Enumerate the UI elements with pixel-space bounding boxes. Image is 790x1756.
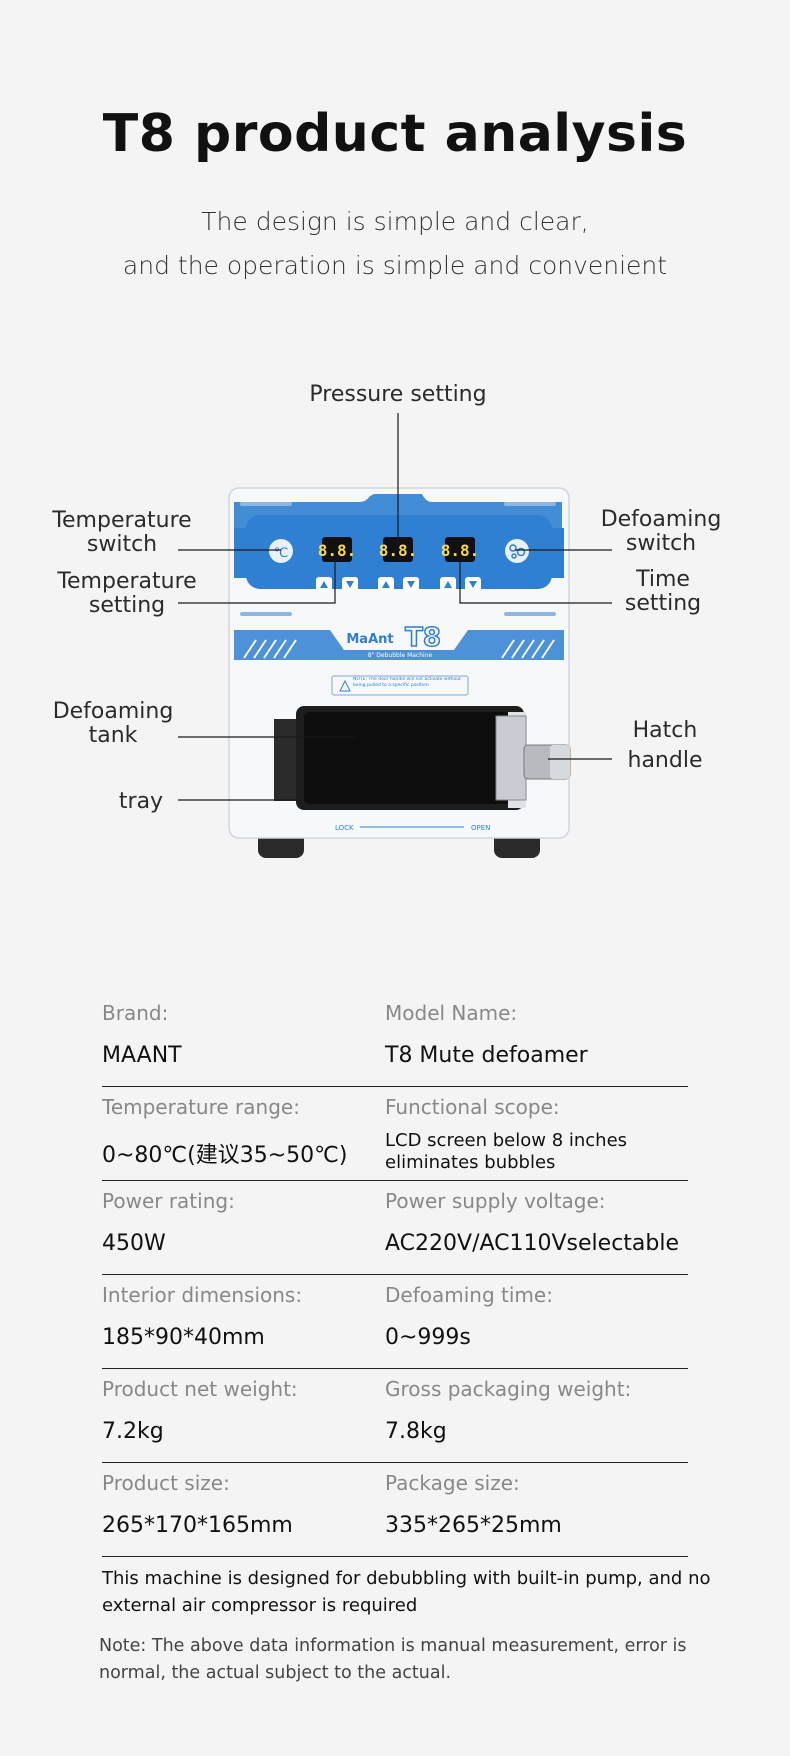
spec-value-gross-packaging-weight: 7.8kg [385, 1419, 447, 1444]
time-setting-buttons[interactable] [440, 577, 481, 592]
pressure-readout: 8.8. [379, 541, 418, 560]
spec-key-gross-packaging-weight: Gross packaging weight: [385, 1377, 632, 1401]
spec-value-brand: MAANT [102, 1043, 182, 1068]
label-temperature-setting-2: setting [89, 593, 165, 618]
spec-key-product-net-weight: Product net weight: [102, 1377, 298, 1401]
label-temperature-setting-1: Temperature [56, 569, 196, 594]
label-defoaming-tank-1: Defoaming [53, 699, 174, 724]
stripe-pattern [243, 639, 555, 659]
label-time-setting-1: Time [635, 567, 690, 592]
pressure-display [383, 537, 413, 562]
page-subtitle: The design is simple and clear, and the … [0, 200, 790, 288]
spec-key-power-supply-voltage: Power supply voltage: [385, 1189, 606, 1213]
spec-value-temperature-range: 0~80℃(建议35~50℃) [102, 1143, 348, 1168]
product-diagram: ℃ 8.8. 8.8. 8.8. MaAnt T8 8" Debubble Ma… [51, 382, 722, 858]
spec-value-functional-scope: LCD screen below 8 inches eliminates bub… [385, 1130, 628, 1173]
spec-key-model-name: Model Name: [385, 1001, 518, 1025]
label-defoaming-switch-2: switch [626, 531, 696, 556]
label-temperature-switch-1: Temperature [51, 508, 191, 533]
temperature-setting-buttons[interactable] [316, 577, 358, 592]
spec-key-temperature-range: Temperature range: [102, 1095, 300, 1119]
bubbles-icon [509, 544, 526, 559]
spec-key-power-rating: Power rating: [102, 1189, 235, 1213]
label-pressure-setting: Pressure setting [309, 382, 486, 407]
thermometer-icon: ℃ [274, 546, 289, 561]
spec-value-power-rating: 450W [102, 1231, 166, 1256]
spec-key-package-size: Package size: [385, 1471, 520, 1495]
spec-value-model-name: T8 Mute defoamer [385, 1043, 588, 1068]
page-title: T8 product analysis [102, 104, 688, 164]
warning-note [331, 675, 469, 696]
label-defoaming-switch-1: Defoaming [601, 507, 722, 532]
spec-key-product-size: Product size: [102, 1471, 230, 1495]
open-label: OPEN [471, 824, 490, 832]
spec-key-functional-scope: Functional scope: [385, 1095, 560, 1119]
spec-key-interior-dimensions: Interior dimensions: [102, 1283, 303, 1307]
spec-value-interior-dimensions: 185*90*40mm [102, 1325, 265, 1350]
pump-note: This machine is designed for debubbling … [102, 1568, 711, 1616]
spec-key-defoaming-time: Defoaming time: [385, 1283, 553, 1307]
warning-note-text: NOTE: The door handle will not activate … [353, 677, 461, 688]
label-hatch-handle-1: Hatch [633, 718, 698, 743]
temperature-readout: 8.8. [318, 541, 357, 560]
spec-row: Brand: MAANT Model Name: T8 Mute defoamer [102, 993, 688, 1087]
spec-value-power-supply-voltage: AC220V/AC110Vselectable [385, 1231, 680, 1256]
leader-lines [178, 413, 612, 801]
subtitle-line-2: and the operation is simple and convenie… [122, 251, 668, 280]
spec-table: Brand:MAANT Model Name:T8 Mute defoamer … [102, 993, 688, 1557]
spec-row: Temperature range: 0~80℃(建议35~50℃) Functi… [102, 1087, 688, 1181]
spec-key-brand: Brand: [102, 1001, 169, 1025]
spec-value-defoaming-time: 0~999s [385, 1325, 471, 1350]
label-defoaming-tank-2: tank [89, 723, 138, 748]
logo-model: T8 [405, 623, 441, 653]
spec-row: Product size: 265*170*165mm Package size:… [102, 1463, 688, 1557]
temperature-switch-button[interactable] [269, 539, 293, 563]
spec-row: Product net weight: 7.2kg Gross packaging… [102, 1369, 688, 1463]
spec-value-product-size: 265*170*165mm [102, 1513, 293, 1538]
label-hatch-handle-2: handle [628, 748, 703, 773]
time-readout: 8.8. [441, 541, 480, 560]
spec-row: Power rating: 450W Power supply voltage: A… [102, 1181, 688, 1275]
logo-band [234, 630, 564, 660]
lock-label: LOCK [335, 824, 354, 832]
label-tray: tray [119, 789, 163, 814]
spec-value-package-size: 335*265*25mm [385, 1513, 562, 1538]
disclaimer-note: Note: The above data information is manu… [99, 1636, 687, 1683]
label-temperature-switch-2: switch [87, 532, 157, 557]
logo-subtitle: 8" Debubble Machine [368, 652, 433, 659]
time-display [445, 537, 475, 562]
temperature-display [322, 537, 352, 562]
pressure-setting-buttons[interactable] [378, 577, 419, 592]
vent-dots [240, 502, 556, 616]
spec-value-product-net-weight: 7.2kg [102, 1419, 164, 1444]
warning-icon [339, 679, 351, 692]
logo-brand: MaAnt [346, 632, 393, 647]
spec-row: Interior dimensions: 185*90*40mm Defoamin… [102, 1275, 688, 1369]
subtitle-line-1: The design is simple and clear, [201, 207, 589, 236]
label-time-setting-2: setting [625, 591, 701, 616]
